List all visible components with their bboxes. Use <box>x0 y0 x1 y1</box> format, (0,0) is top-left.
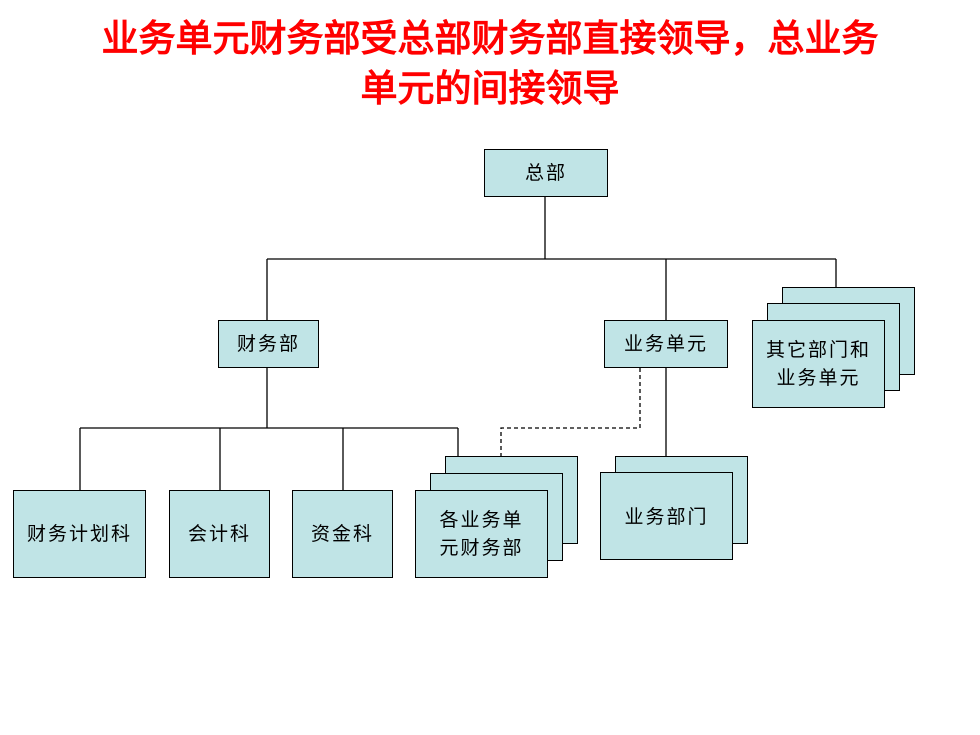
page-title: 业务单元财务部受总部财务部直接领导，总业务 单元的间接领导 <box>0 14 980 114</box>
plan-label: 财务计划科 <box>26 523 132 545</box>
others-label-line-1: 其它部门和 <box>765 339 871 361</box>
title-line-2: 单元的间接领导 <box>360 67 620 110</box>
others-label-line-2: 业务单元 <box>776 367 861 389</box>
hq-label: 总部 <box>524 162 567 184</box>
bu-dept-box: 业务部门 <box>600 472 733 560</box>
funds-box: 资金科 <box>292 490 393 578</box>
hq-box: 总部 <box>484 149 608 197</box>
bu-dept-label: 业务部门 <box>624 506 709 528</box>
bu-finance-box: 各业务单 元财务部 <box>415 490 548 578</box>
bu-finance-label-line-1: 各业务单 <box>439 509 524 531</box>
business-unit-label: 业务单元 <box>623 333 708 355</box>
accounting-box: 会计科 <box>169 490 270 578</box>
business-unit-box: 业务单元 <box>604 320 728 368</box>
title-line-1: 业务单元财务部受总部财务部直接领导，总业务 <box>101 17 879 60</box>
plan-box: 财务计划科 <box>13 490 146 578</box>
accounting-label: 会计科 <box>187 523 251 545</box>
finance-label: 财务部 <box>236 333 300 355</box>
bu-finance-label-line-2: 元财务部 <box>439 537 524 559</box>
finance-box: 财务部 <box>218 320 319 368</box>
funds-label: 资金科 <box>310 523 374 545</box>
others-box: 其它部门和 业务单元 <box>752 320 885 408</box>
indirect-dashed-connector <box>500 368 641 490</box>
